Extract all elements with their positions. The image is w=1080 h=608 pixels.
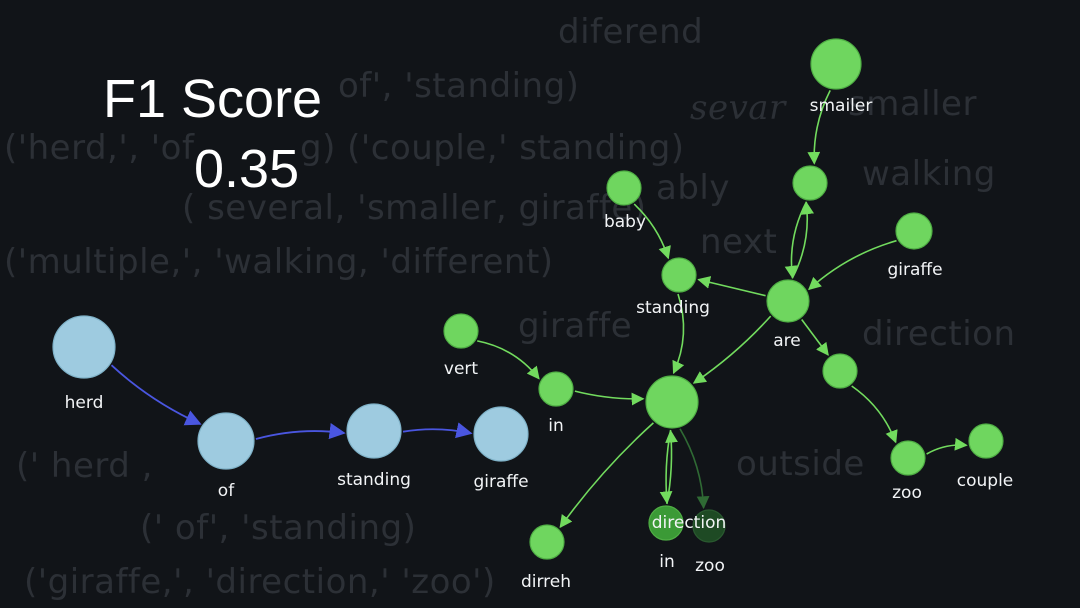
edge-pred-in-to-center xyxy=(574,390,645,406)
bg-text-5: ('herd,', 'of xyxy=(4,128,195,168)
edge-pred-are-to-standing_pred xyxy=(697,276,766,297)
node-of xyxy=(197,412,255,470)
node-standing-ref xyxy=(346,403,402,459)
bg-text-13: direction xyxy=(862,314,1016,354)
bg-text-11: ('multiple,', 'walking, 'different) xyxy=(4,242,554,282)
bg-text-2: of', 'standing) xyxy=(338,66,580,106)
bg-text-12: giraffe xyxy=(518,306,633,346)
node-label-in: in xyxy=(548,416,564,436)
bg-text-9: ( several, 'smaller, giraffe) xyxy=(182,188,647,228)
node-couple xyxy=(968,423,1004,459)
bg-text-1: diferend xyxy=(558,12,704,52)
bg-text-8: walking xyxy=(862,154,996,194)
edge-pred-smailer-to-mid_top xyxy=(807,90,831,165)
node-label-zoo: zoo xyxy=(892,483,922,503)
bg-text-17: ('giraffe,', 'direction,' 'zoo') xyxy=(24,562,496,602)
node-mid-top xyxy=(792,165,828,201)
bg-text-10: next xyxy=(700,222,778,262)
node-direction xyxy=(648,505,684,541)
node-herd xyxy=(52,315,116,379)
node-vert xyxy=(443,313,479,349)
node-label-standing-ref: standing xyxy=(337,470,411,490)
edge-pred-vert-to-in xyxy=(477,340,540,380)
node-giraffe-ref xyxy=(473,406,529,462)
bg-text-14: outside xyxy=(736,444,865,484)
node-label-of: of xyxy=(218,481,235,501)
node-label-dirreh: dirreh xyxy=(521,572,571,592)
node-label-direction: direction xyxy=(652,513,727,533)
edge-ref-herd-to-of xyxy=(110,364,202,426)
edge-ref-standing_ref-to-giraffe_ref xyxy=(402,422,473,439)
edge-pred-are-to-mid_top xyxy=(791,201,815,279)
edge-pred-direction-to-center xyxy=(665,429,678,505)
bg-text-15: (' herd , xyxy=(16,446,153,486)
bg-text-16: (' of', 'standing) xyxy=(140,508,417,548)
node-zoo xyxy=(890,440,926,476)
metric-value: 0.35 xyxy=(194,139,300,199)
edge-pred-giraffe_pred-to-are xyxy=(808,239,897,291)
bg-text-7: ably xyxy=(656,168,730,208)
edge-pred-standing_pred-to-center xyxy=(672,293,685,375)
edge-ref-of-to-standing_ref xyxy=(255,423,346,440)
bg-text-3: sevar xyxy=(690,88,786,128)
node-label-standing-pred: standing xyxy=(636,298,710,318)
node-center xyxy=(645,375,699,429)
node-label-giraffe-ref: giraffe xyxy=(473,472,528,492)
node-zoo-faded xyxy=(692,509,726,543)
bg-text-6: g) ('couple,' standing) xyxy=(300,128,685,168)
edge-pred-center-to-dirreh xyxy=(559,422,654,529)
node-label-smailer: smailer xyxy=(810,96,873,116)
node-label-are: are xyxy=(773,331,801,351)
node-label-couple: couple xyxy=(957,471,1014,491)
edge-pred-mid_top-to-are xyxy=(784,201,808,279)
node-label-herd: herd xyxy=(65,393,104,413)
node-label-zoo-faded: zoo xyxy=(695,556,725,576)
edge-pred-are-to-center xyxy=(692,315,772,384)
node-label-giraffe-pred: giraffe xyxy=(887,260,942,280)
node-label-vert: vert xyxy=(444,359,479,379)
edge-pred-zoo-to-couple xyxy=(926,437,968,455)
node-smailer xyxy=(810,38,862,90)
node-label-baby: baby xyxy=(604,212,646,232)
node-standing-pred xyxy=(661,257,697,293)
edge-pred-baby-to-standing_pred xyxy=(633,203,671,260)
node-giraffe-pred xyxy=(895,212,933,250)
edge-pred-center-to-zoo_faded xyxy=(679,428,710,510)
node-baby xyxy=(606,170,642,206)
edge-pred-are-to-right_mid xyxy=(801,319,829,356)
metric-title: F1 Score xyxy=(103,69,323,129)
node-are xyxy=(766,279,810,323)
bg-text-4: smaller xyxy=(848,84,977,124)
node-right-mid xyxy=(822,353,858,389)
node-dirreh xyxy=(529,524,565,560)
edge-pred-right_mid-to-zoo xyxy=(851,385,898,444)
node-in xyxy=(538,371,574,407)
node-label-in2: in xyxy=(659,552,675,572)
